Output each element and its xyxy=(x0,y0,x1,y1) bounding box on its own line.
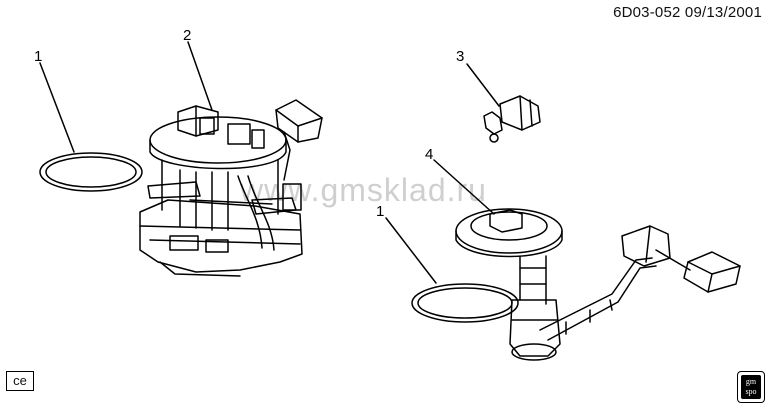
corner-label-ce: ce xyxy=(6,371,34,391)
diagram-code-date: 6D03-052 09/13/2001 xyxy=(613,4,762,21)
callout-4: 4 xyxy=(425,146,433,163)
gm-logo-line1: gm xyxy=(745,377,757,386)
fuel-pump-module-right xyxy=(455,208,741,361)
fuel-pump-module-left xyxy=(139,99,323,277)
fuel-pressure-sensor xyxy=(483,95,541,143)
seal-ring-right xyxy=(411,283,519,323)
gm-spo-logo: gm spo xyxy=(737,371,765,403)
callout-2: 2 xyxy=(183,27,191,44)
callout-1-left: 1 xyxy=(34,48,42,65)
gm-logo-line2: spo xyxy=(745,387,757,396)
seal-ring-left xyxy=(39,152,143,192)
callout-3: 3 xyxy=(456,48,464,65)
callout-1-right: 1 xyxy=(376,203,384,220)
